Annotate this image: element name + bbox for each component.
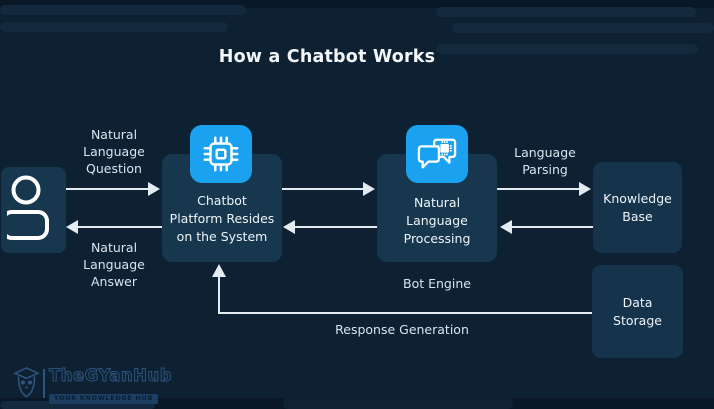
decor-bar	[436, 7, 696, 17]
user-node	[1, 167, 66, 253]
chatbot-platform-label: Chatbot Platform Resides on the System	[169, 193, 275, 244]
brand-logo: TheGYanHub YOUR KNOWLEDGE HUB	[13, 366, 172, 404]
parsing-arrowhead-icon	[579, 182, 591, 196]
response-arrow-hline	[218, 312, 592, 314]
forward-arrowhead-icon	[363, 182, 375, 196]
decor-bar	[436, 44, 698, 54]
kb-return-arrow-line	[512, 226, 593, 228]
chatbot-platform-node: Chatbot Platform Resides on the System	[162, 154, 282, 262]
answer-arrow-line	[78, 226, 162, 228]
person-icon	[1, 173, 59, 251]
decor-bar	[452, 23, 714, 33]
decor-bar	[0, 22, 228, 32]
response-arrowhead-icon	[212, 264, 226, 277]
answer-label: Natural Language Answer	[83, 240, 145, 289]
nlp-label: Natural Language Processing	[403, 195, 471, 246]
owl-logo-icon	[13, 366, 40, 403]
top-strip	[0, 0, 714, 8]
return-arrowhead-icon	[283, 220, 295, 234]
decor-bar	[283, 398, 513, 409]
response-arrow-vline	[218, 277, 220, 313]
return-arrow-line	[295, 226, 377, 228]
parsing-arrow-line	[497, 188, 579, 190]
logo-divider	[43, 369, 45, 398]
language-parsing-label: Language Parsing	[514, 145, 576, 177]
logo-tagline: YOUR KNOWLEDGE HUB	[49, 393, 159, 404]
question-arrow-line	[66, 188, 148, 190]
knowledge-base-node: Knowledge Base	[593, 162, 682, 253]
kb-return-arrowhead-icon	[500, 220, 512, 234]
bot-engine-caption: Bot Engine	[403, 276, 471, 291]
decor-bar	[0, 5, 246, 15]
question-arrowhead-icon	[148, 182, 160, 196]
decor-bar	[0, 401, 155, 409]
response-generation-label: Response Generation	[335, 322, 469, 337]
question-label: Natural Language Question	[83, 127, 145, 176]
cpu-chip-icon	[190, 125, 252, 183]
knowledge-base-label: Knowledge Base	[603, 190, 672, 224]
answer-arrowhead-icon	[66, 220, 78, 234]
logo-name: TheGYanHub	[48, 366, 173, 386]
data-storage-node: Data Storage	[592, 265, 683, 358]
page-title: How a Chatbot Works	[218, 47, 436, 67]
data-storage-label: Data Storage	[613, 294, 662, 328]
forward-arrow-line	[282, 188, 363, 190]
logo-text-block: TheGYanHub YOUR KNOWLEDGE HUB	[48, 366, 173, 404]
chat-bubbles-chip-icon	[406, 125, 468, 183]
